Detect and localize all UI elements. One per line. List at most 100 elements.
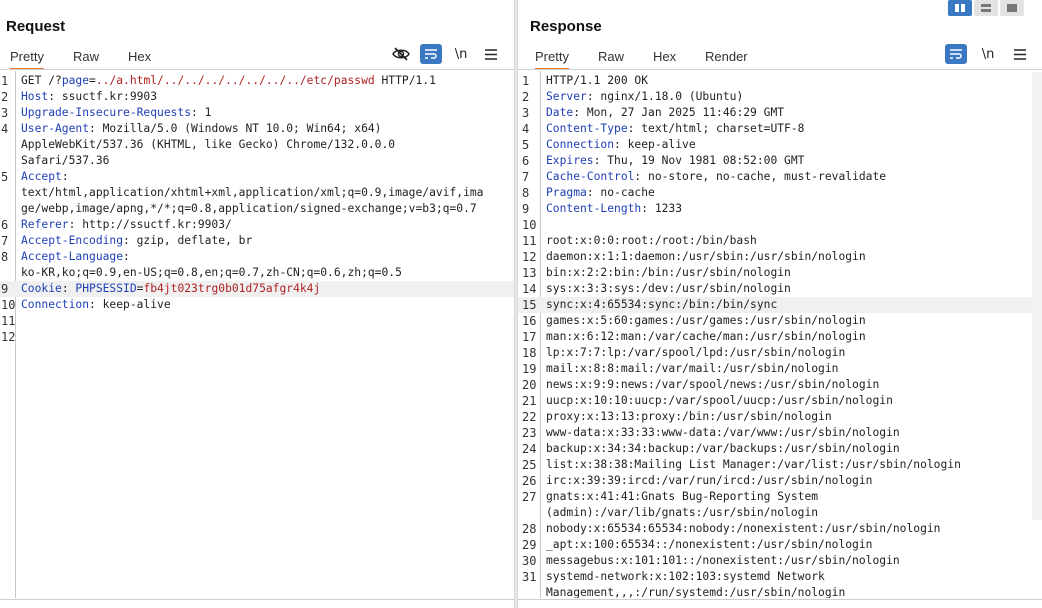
line-text: uucp:x:10:10:uucp:/var/spool/uucp:/usr/s… xyxy=(546,393,893,409)
code-line[interactable]: AppleWebKit/537.36 (KHTML, like Gecko) C… xyxy=(0,137,514,153)
split-vertical-icon[interactable] xyxy=(948,0,972,16)
response-title: Response xyxy=(530,18,602,35)
panel-divider[interactable] xyxy=(514,0,518,608)
request-tab-raw[interactable]: Raw xyxy=(73,49,100,64)
newline-toggle[interactable]: \n xyxy=(454,46,468,62)
single-panel-icon[interactable] xyxy=(1000,0,1024,16)
split-horizontal-icon[interactable] xyxy=(974,0,998,16)
code-line[interactable]: (admin):/var/lib/gnats:/usr/sbin/nologin xyxy=(518,505,1032,521)
menu-icon[interactable] xyxy=(1009,44,1031,64)
line-text: AppleWebKit/537.36 (KHTML, like Gecko) C… xyxy=(21,137,395,153)
line-number: 9 xyxy=(1,282,9,296)
header-key: Accept xyxy=(21,170,62,183)
code-line[interactable]: Safari/537.36 xyxy=(0,153,514,169)
response-tab-render[interactable]: Render xyxy=(705,49,748,64)
header-key: PHPSESSID xyxy=(75,282,137,295)
line-number: 10 xyxy=(1,298,16,312)
code-line[interactable]: 10 Connection: keep-alive xyxy=(0,297,514,313)
text-segment: man:x:6:12:man:/var/cache/man:/usr/sbin/… xyxy=(546,330,866,343)
text-segment: backup:x:34:34:backup:/var/backups:/usr/… xyxy=(546,442,900,455)
line-text: Connection: keep-alive xyxy=(21,297,171,313)
text-segment: irc:x:39:39:ircd:/var/run/ircd:/usr/sbin… xyxy=(546,474,873,487)
line-number: 20 xyxy=(522,378,537,392)
code-line[interactable]: Management,,,:/run/systemd:/usr/sbin/nol… xyxy=(518,585,1032,598)
code-line[interactable]: 11 xyxy=(0,313,514,329)
line-text: nobody:x:65534:65534:nobody:/nonexistent… xyxy=(546,521,940,537)
text-segment: : Thu, 19 Nov 1981 08:52:00 GMT xyxy=(593,154,805,167)
line-text: Connection: keep-alive xyxy=(546,137,696,153)
text-segment: sync:x:4:65534:sync:/bin:/bin/sync xyxy=(546,298,778,311)
line-text: backup:x:34:34:backup:/var/backups:/usr/… xyxy=(546,441,900,457)
code-line[interactable]: 29_apt:x:100:65534::/nonexistent:/usr/sb… xyxy=(518,537,1032,553)
code-line[interactable]: text/html,application/xhtml+xml,applicat… xyxy=(0,185,514,201)
request-tab-pretty[interactable]: Pretty xyxy=(10,44,44,70)
code-line[interactable]: 10 xyxy=(518,217,1032,233)
newline-toggle[interactable]: \n xyxy=(981,46,995,62)
line-number: 8 xyxy=(1,250,9,264)
menu-icon[interactable] xyxy=(480,44,502,64)
vertical-scrollbar[interactable] xyxy=(1032,72,1042,520)
wrap-icon[interactable] xyxy=(420,44,442,64)
eye-slash-icon[interactable] xyxy=(390,44,412,64)
request-tab-hex[interactable]: Hex xyxy=(128,49,152,64)
line-number: 25 xyxy=(522,458,537,472)
wrap-icon[interactable] xyxy=(945,44,967,64)
line-text: gnats:x:41:41:Gnats Bug-Reporting System xyxy=(546,489,818,505)
code-line[interactable]: ge/webp,image/apng,*/*;q=0.8,application… xyxy=(0,201,514,217)
line-text: proxy:x:13:13:proxy:/bin:/usr/sbin/nolog… xyxy=(546,409,832,425)
response-tab-pretty[interactable]: Pretty xyxy=(535,44,569,70)
response-tab-hex[interactable]: Hex xyxy=(653,49,677,64)
header-key: Accept-Encoding xyxy=(21,234,124,247)
code-line[interactable]: ko-KR,ko;q=0.9,en-US;q=0.8,en;q=0.7,zh-C… xyxy=(0,265,514,281)
code-line[interactable]: 12 xyxy=(0,329,514,345)
line-number: 16 xyxy=(522,314,537,328)
text-segment: ko-KR,ko;q=0.9,en-US;q=0.8,en;q=0.7,zh-C… xyxy=(21,266,402,279)
line-number: 12 xyxy=(1,330,16,344)
line-text: messagebus:x:101:101::/nonexistent:/usr/… xyxy=(546,553,900,569)
text-segment: AppleWebKit/537.36 (KHTML, like Gecko) C… xyxy=(21,138,396,151)
text-segment: : keep-alive xyxy=(89,298,171,311)
line-number: 2 xyxy=(522,90,530,104)
response-tab-raw[interactable]: Raw xyxy=(598,49,625,64)
